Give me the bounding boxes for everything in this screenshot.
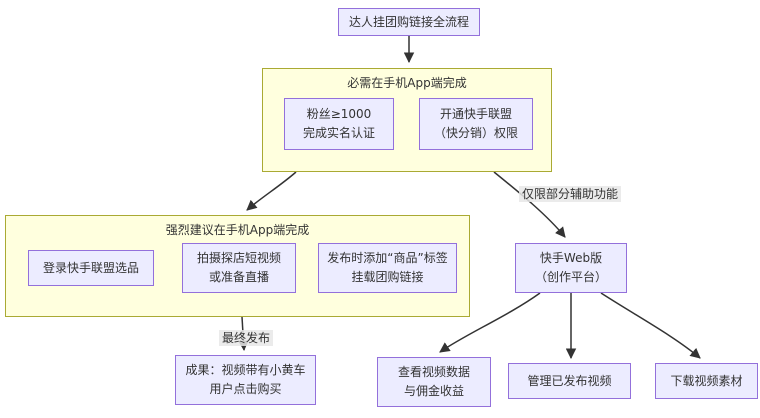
subgraph-suggested-app-label: 强烈建议在手机App端完成: [165, 223, 310, 237]
edge-label-final-publish: 最终发布: [219, 330, 274, 346]
edge-required-to-web: [493, 171, 566, 238]
node-web-platform: 快手Web版 （创作平台）: [515, 243, 627, 293]
subgraph-required-app-label: 必需在手机App端完成: [347, 76, 467, 90]
node-fans-requirement: 粉丝≥1000 完成实名认证: [284, 98, 394, 150]
node-download-material: 下载视频素材: [655, 363, 758, 399]
node-result: 成果：视频带有小黄车 用户点击购买: [175, 355, 316, 405]
edge-web-to-download: [600, 292, 701, 359]
node-shoot-video: 拍摄探店短视频 或准备直播: [182, 243, 296, 293]
node-login-union: 登录快手联盟选品: [28, 250, 154, 286]
node-union-permission: 开通快手联盟 （快分销）权限: [419, 98, 533, 150]
edge-required-to-suggested: [246, 171, 297, 211]
node-publish-tag: 发布时添加“商品”标签 挂载团购链接: [318, 243, 457, 293]
edge-label-web-only: 仅限部分辅助功能: [519, 186, 622, 202]
node-title: 达人挂团购链接全流程: [338, 8, 480, 36]
node-view-data: 查看视频数据 与佣金收益: [377, 357, 491, 407]
node-manage-videos: 管理已发布视频: [508, 363, 631, 399]
